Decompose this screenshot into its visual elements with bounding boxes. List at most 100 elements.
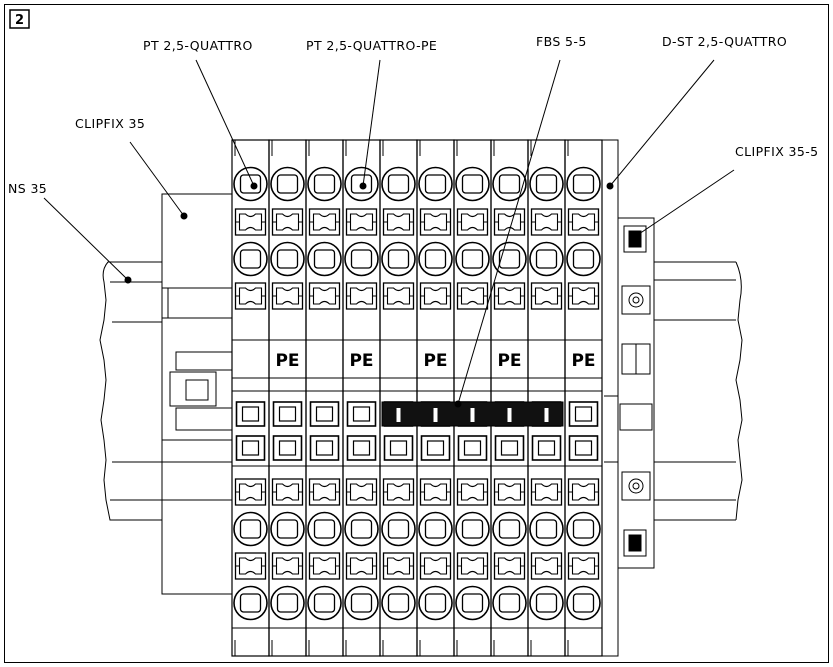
wire-port-icon [492, 166, 527, 202]
bridge-socket-icon [309, 401, 340, 427]
terminal-block [231, 139, 270, 657]
terminal-block: PE [342, 139, 381, 657]
wire-port-icon [344, 166, 379, 202]
wire-port-icon [455, 166, 490, 202]
label-ns35: NS 35 [8, 181, 47, 196]
terminal-block [305, 139, 344, 657]
bridge-socket-icon [346, 401, 377, 427]
bridge-socket-icon [272, 435, 303, 461]
pe-marker: PE [571, 351, 595, 371]
bridge-socket-icon [235, 435, 266, 461]
wire-port-icon [418, 241, 453, 277]
wire-port-icon [418, 166, 453, 202]
wire-port-icon [529, 511, 564, 547]
bridge-tab [507, 408, 512, 422]
wire-port-icon [381, 585, 416, 621]
pe-marker: PE [275, 351, 299, 371]
leader-pt25pe [362, 59, 381, 187]
label-dst: D-ST 2,5-QUATTRO [662, 34, 787, 49]
terminal-block [379, 139, 418, 657]
wire-port-icon [307, 241, 342, 277]
bridge-socket-icon [309, 435, 340, 461]
bridge-tab [544, 408, 549, 422]
wire-port-icon [418, 585, 453, 621]
wire-port-icon [307, 511, 342, 547]
end-clamp-clipfix35 [161, 193, 233, 595]
leader-lines [43, 59, 735, 405]
terminal-block [527, 139, 566, 657]
bridge-tab [433, 408, 438, 422]
wire-port-icon [344, 511, 379, 547]
wire-port-icon [455, 585, 490, 621]
wire-port-icon [381, 166, 416, 202]
leader-clipfix355 [635, 169, 735, 237]
label-fbs55: FBS 5-5 [536, 34, 587, 49]
bridge-socket-icon [383, 435, 414, 461]
wire-port-icon [529, 585, 564, 621]
figure-frame [4, 4, 829, 663]
wire-port-icon [270, 585, 305, 621]
wire-port-icon [270, 241, 305, 277]
leader-pt25 [195, 59, 255, 187]
wire-port-icon [455, 511, 490, 547]
wire-port-icon [529, 241, 564, 277]
figure-number-box: 2 [9, 9, 30, 29]
bridge-socket-icon [494, 435, 525, 461]
end-cover-dst [601, 139, 619, 657]
wire-port-icon [381, 241, 416, 277]
bridge-socket-icon [420, 435, 451, 461]
wire-port-icon [233, 166, 268, 202]
wire-port-icon [344, 585, 379, 621]
bridge-socket-icon [457, 435, 488, 461]
label-pt25pe: PT 2,5-QUATTRO-PE [306, 38, 437, 53]
wire-port-icon [381, 511, 416, 547]
wire-port-icon [566, 511, 601, 547]
wire-port-icon [492, 511, 527, 547]
wire-port-icon [566, 585, 601, 621]
wire-port-icon [566, 166, 601, 202]
wire-port-icon [492, 241, 527, 277]
leader-dst [609, 59, 715, 187]
terminal-block: PE [490, 139, 529, 657]
wire-port-icon [270, 511, 305, 547]
bridge-socket-icon [568, 435, 599, 461]
wire-port-icon [529, 166, 564, 202]
terminal-block: PE [416, 139, 455, 657]
leader-clipfix35 [129, 141, 185, 217]
wire-port-icon [270, 166, 305, 202]
leader-ns35 [43, 197, 129, 281]
bridge-socket-icon [568, 401, 599, 427]
wire-port-icon [492, 585, 527, 621]
bridge-socket-icon [346, 435, 377, 461]
bridge-tab [470, 408, 475, 422]
wire-port-icon [233, 511, 268, 547]
bridge-socket-icon [272, 401, 303, 427]
terminal-block: PE [564, 139, 603, 657]
label-pt25: PT 2,5-QUATTRO [143, 38, 253, 53]
wire-port-icon [233, 241, 268, 277]
bridge-fbs-5-5 [381, 401, 564, 427]
label-clipfix355: CLIPFIX 35-5 [735, 144, 819, 159]
wire-port-icon [307, 585, 342, 621]
wire-port-icon [455, 241, 490, 277]
wire-port-icon [418, 511, 453, 547]
pe-marker: PE [423, 351, 447, 371]
terminal-block-row: PE PE PE PE PE [231, 139, 603, 657]
label-clipfix35: CLIPFIX 35 [75, 116, 145, 131]
din-rail-ns35 [99, 261, 743, 521]
pe-marker: PE [349, 351, 373, 371]
wire-port-icon [233, 585, 268, 621]
bridge-socket-icon [531, 435, 562, 461]
bridge-socket-icon [235, 401, 266, 427]
bridge-tab [396, 408, 401, 422]
figure-number: 2 [15, 13, 24, 28]
end-clamp-clipfix35-5 [617, 217, 655, 569]
pe-marker: PE [497, 351, 521, 371]
leader-dots [124, 182, 640, 408]
terminal-block: PE [268, 139, 307, 657]
wire-port-icon [344, 241, 379, 277]
wire-port-icon [566, 241, 601, 277]
leader-fbs55 [457, 59, 561, 405]
wire-port-icon [307, 166, 342, 202]
